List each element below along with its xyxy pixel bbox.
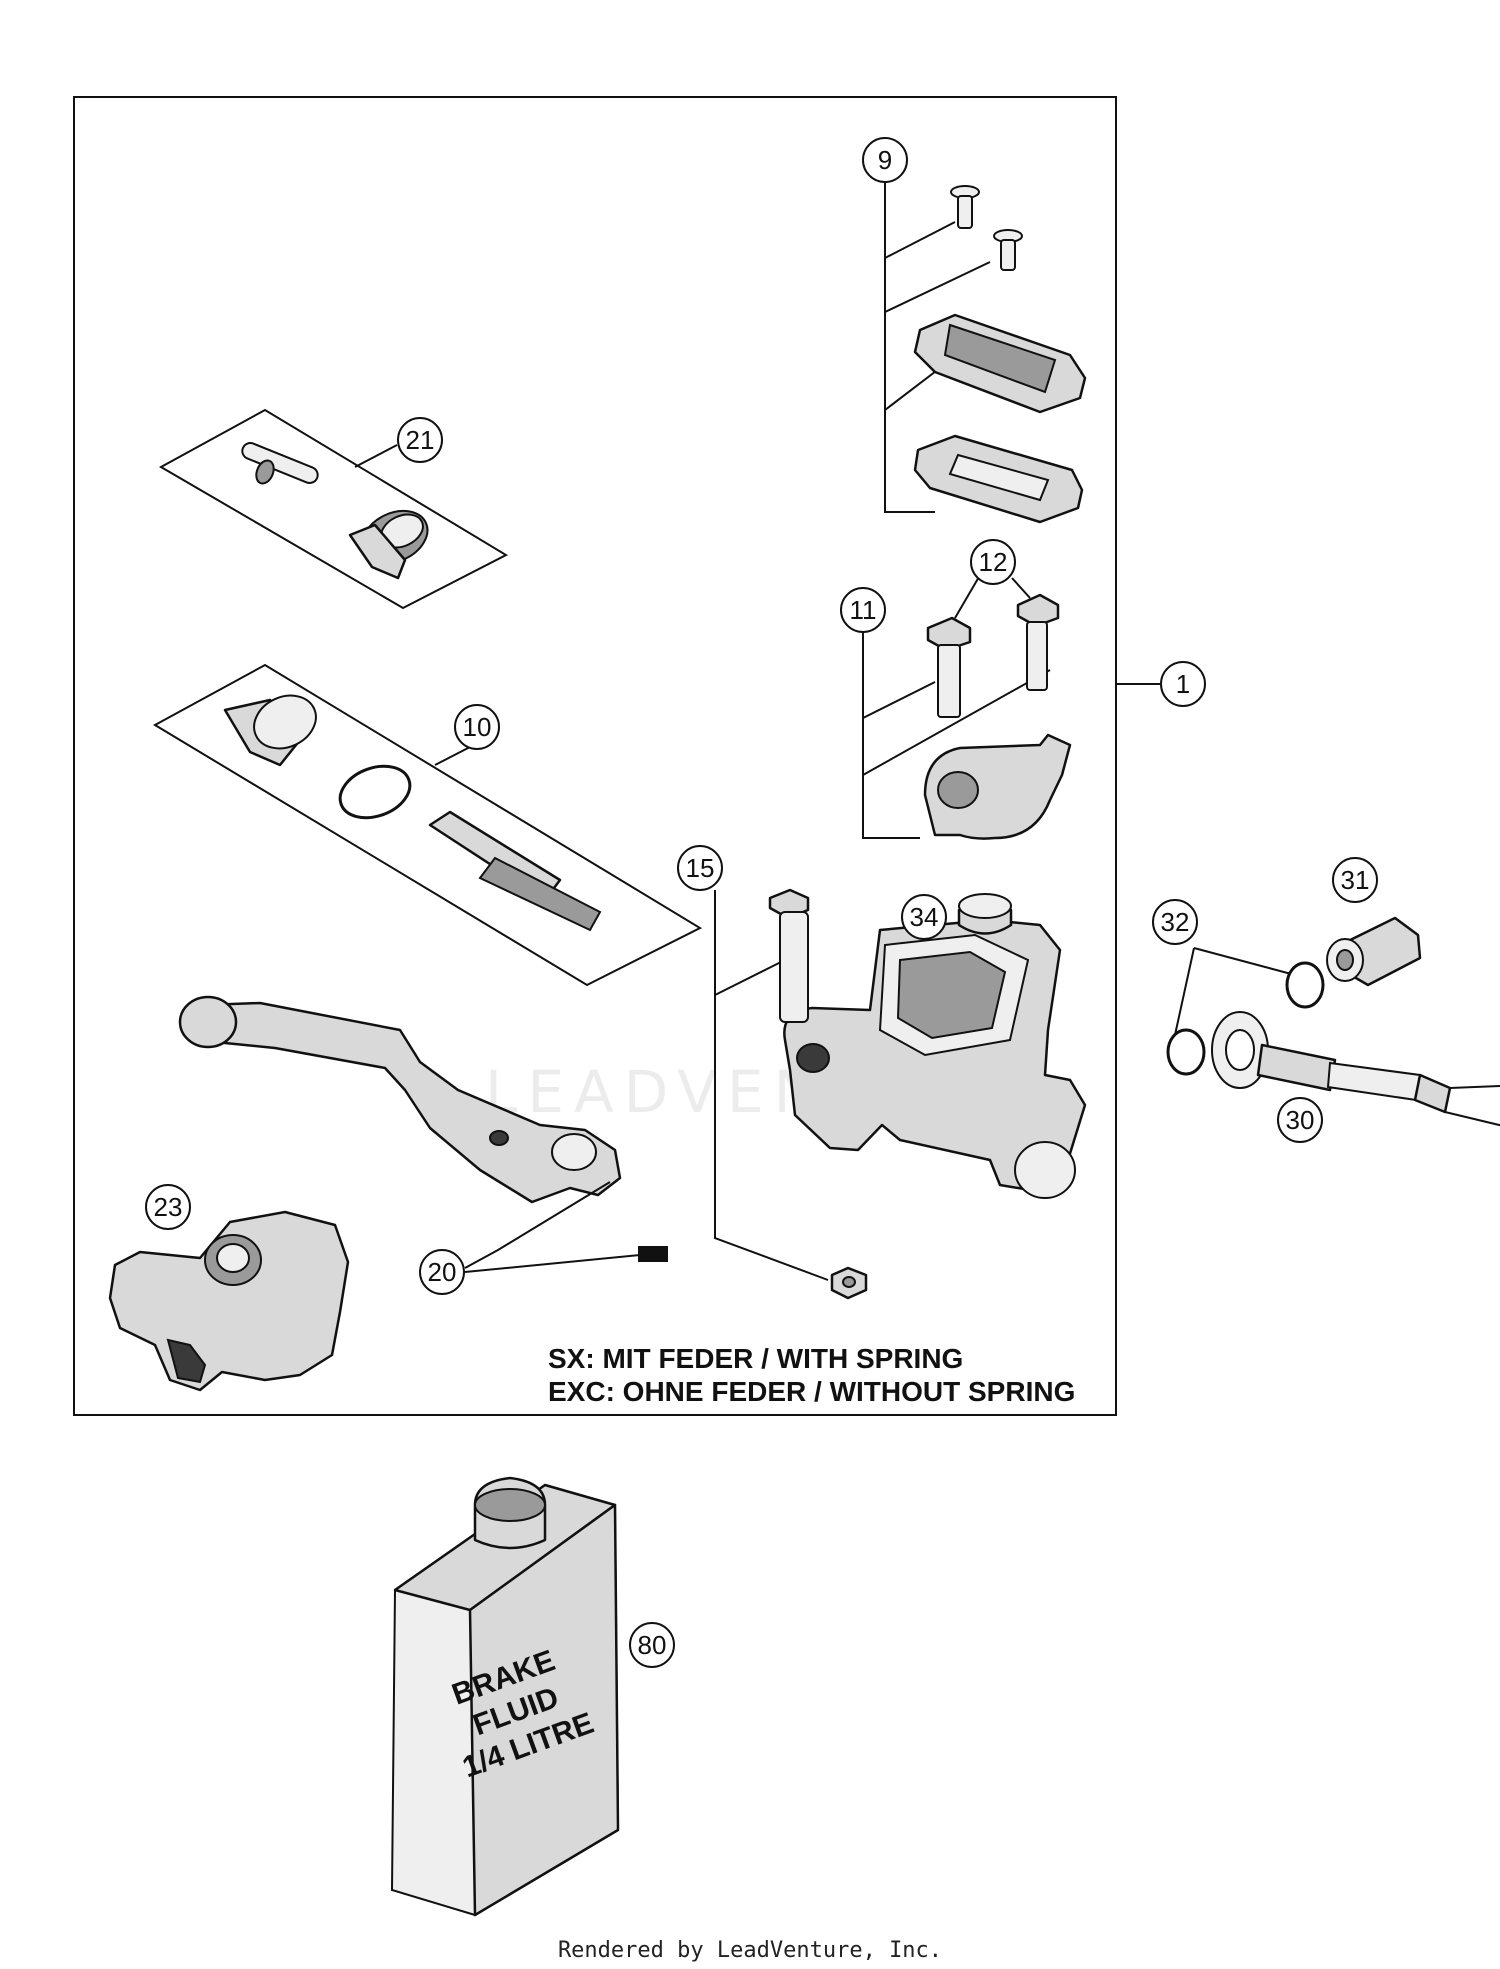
render-credit: Rendered by LeadVenture, Inc. xyxy=(557,1938,943,1963)
callout-12[interactable]: 12 xyxy=(970,539,1016,585)
callout-31[interactable]: 31 xyxy=(1332,857,1378,903)
svg-text:32: 32 xyxy=(1161,907,1190,937)
callout-30[interactable]: 30 xyxy=(1277,1097,1323,1143)
callout-34[interactable]: 34 xyxy=(901,894,947,940)
callout-15[interactable]: 15 xyxy=(677,845,723,891)
svg-text:12: 12 xyxy=(979,547,1008,577)
circlip xyxy=(338,764,412,820)
svg-text:23: 23 xyxy=(154,1192,183,1222)
sealing-ring xyxy=(1285,961,1325,1009)
svg-text:1: 1 xyxy=(1176,669,1190,699)
piston-pin-kit xyxy=(158,408,509,610)
note-with-spring: SX: MIT FEDER / WITH SPRING xyxy=(548,1343,963,1374)
pin xyxy=(241,442,319,485)
piston-cup xyxy=(223,694,317,767)
cover-screw xyxy=(950,185,980,229)
svg-text:34: 34 xyxy=(910,902,939,932)
handlebar-clamp-set xyxy=(862,569,1072,840)
lever-guard xyxy=(108,1210,350,1392)
reservoir-cover-set xyxy=(884,182,1087,524)
svg-text:15: 15 xyxy=(686,853,715,883)
piston-kit xyxy=(152,663,703,987)
piston-with-spring xyxy=(428,810,602,932)
pivot-bolt xyxy=(768,888,810,1023)
bushing xyxy=(348,509,429,580)
master-cylinder-body xyxy=(783,918,1087,1199)
brake-hose xyxy=(1211,1011,1500,1127)
brake-lever xyxy=(178,995,622,1204)
banjo-bolt xyxy=(1326,916,1422,987)
svg-text:31: 31 xyxy=(1341,865,1370,895)
callout-11[interactable]: 11 xyxy=(840,587,886,633)
handlebar-clamp xyxy=(923,733,1072,840)
callout-80[interactable]: 80 xyxy=(629,1622,675,1668)
sealing-ring xyxy=(1166,1028,1206,1076)
clamp-bolt xyxy=(926,616,972,718)
svg-text:11: 11 xyxy=(850,595,877,625)
pivot-bolt-set xyxy=(714,888,868,1300)
callout-9[interactable]: 9 xyxy=(862,137,908,183)
callout-21[interactable]: 21 xyxy=(397,417,443,463)
callout-1[interactable]: 1 xyxy=(1160,661,1206,707)
callout-20[interactable]: 20 xyxy=(419,1249,465,1295)
assembly-frame xyxy=(73,96,1117,1416)
cover-screw xyxy=(993,229,1023,271)
callout-32[interactable]: 32 xyxy=(1152,899,1198,945)
svg-text:10: 10 xyxy=(463,712,492,742)
clamp-bolt xyxy=(1016,593,1060,691)
note-without-spring: EXC: OHNE FEDER / WITHOUT SPRING xyxy=(548,1376,1075,1407)
callout-10[interactable]: 10 xyxy=(454,704,500,750)
brake-hose-set xyxy=(1166,916,1500,1127)
svg-text:9: 9 xyxy=(878,145,892,175)
reservoir-cap xyxy=(957,893,1013,935)
svg-text:30: 30 xyxy=(1286,1105,1315,1135)
brake-fluid-bottle xyxy=(390,1476,620,1917)
svg-text:20: 20 xyxy=(428,1257,457,1287)
pivot-nut xyxy=(830,1266,868,1300)
spring-insert xyxy=(638,1246,668,1262)
svg-text:80: 80 xyxy=(638,1630,667,1660)
svg-text:21: 21 xyxy=(406,425,435,455)
callout-23[interactable]: 23 xyxy=(145,1184,191,1230)
